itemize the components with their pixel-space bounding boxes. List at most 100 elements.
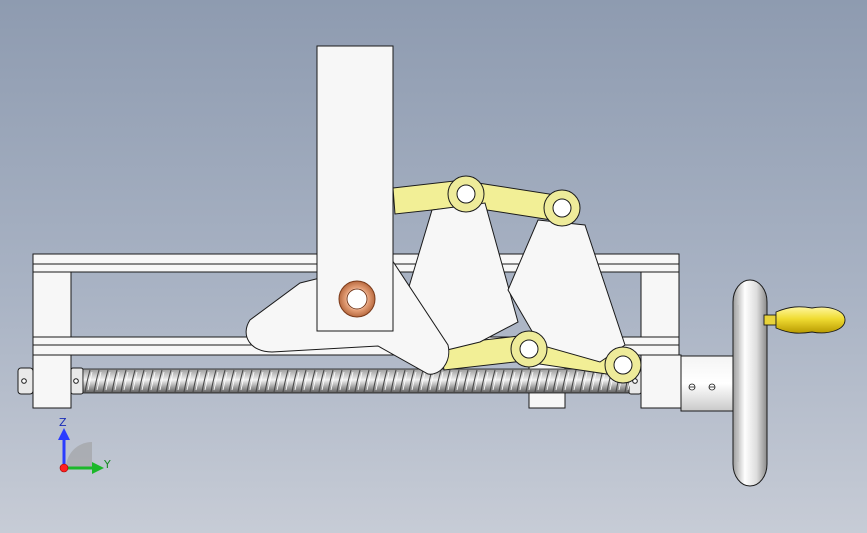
screw-thread-highlight bbox=[564, 371, 570, 391]
screw-thread bbox=[579, 369, 586, 393]
vertical-clamp-arm[interactable] bbox=[316, 45, 394, 332]
screw-thread bbox=[462, 369, 469, 393]
screw-thread-highlight bbox=[402, 371, 408, 391]
screw-thread-highlight bbox=[294, 371, 300, 391]
screw-thread bbox=[246, 369, 253, 393]
screw-threads bbox=[84, 369, 633, 393]
screw-thread-highlight bbox=[168, 371, 174, 391]
screw-thread bbox=[318, 369, 325, 393]
screw-thread bbox=[237, 369, 244, 393]
screw-thread-highlight bbox=[258, 371, 264, 391]
hand-wheel[interactable] bbox=[732, 279, 768, 487]
screw-thread-highlight bbox=[573, 371, 579, 391]
screw-thread bbox=[444, 369, 451, 393]
screw-thread bbox=[471, 369, 478, 393]
screw-thread-highlight bbox=[312, 371, 318, 391]
screw-thread bbox=[570, 369, 577, 393]
frame-right-foot bbox=[640, 354, 682, 409]
screw-thread-highlight bbox=[519, 371, 525, 391]
screw-thread-highlight bbox=[582, 371, 588, 391]
screw-thread-highlight bbox=[357, 371, 363, 391]
screw-thread bbox=[534, 369, 541, 393]
screw-thread-highlight bbox=[492, 371, 498, 391]
screw-thread bbox=[381, 369, 388, 393]
screw-thread-highlight bbox=[123, 371, 129, 391]
screw-thread bbox=[552, 369, 559, 393]
screw-thread-highlight bbox=[249, 371, 255, 391]
screw-thread-highlight bbox=[186, 371, 192, 391]
screw-thread bbox=[273, 369, 280, 393]
screw-thread-highlight bbox=[141, 371, 147, 391]
screw-thread-highlight bbox=[456, 371, 462, 391]
screw-thread bbox=[291, 369, 298, 393]
z-axis-label: Z bbox=[59, 416, 67, 429]
screw-thread bbox=[489, 369, 496, 393]
screw-thread-highlight bbox=[132, 371, 138, 391]
screw-thread-highlight bbox=[87, 371, 93, 391]
screw-thread-highlight bbox=[285, 371, 291, 391]
screw-thread-highlight bbox=[501, 371, 507, 391]
toggle-plates bbox=[407, 202, 626, 363]
screw-thread-highlight bbox=[555, 371, 561, 391]
screw-thread-highlight bbox=[105, 371, 111, 391]
frame-left-post bbox=[32, 271, 72, 338]
lead-screw[interactable] bbox=[82, 368, 633, 394]
screw-thread bbox=[408, 369, 415, 393]
screw-thread bbox=[192, 369, 199, 393]
screw-thread-highlight bbox=[240, 371, 246, 391]
screw-thread-highlight bbox=[321, 371, 327, 391]
screw-thread bbox=[498, 369, 505, 393]
screw-thread bbox=[561, 369, 568, 393]
screw-thread-highlight bbox=[483, 371, 489, 391]
screw-thread-highlight bbox=[195, 371, 201, 391]
screw-thread bbox=[219, 369, 226, 393]
screw-thread-highlight bbox=[213, 371, 219, 391]
screw-thread bbox=[165, 369, 172, 393]
screw-thread bbox=[93, 369, 100, 393]
pin-upper-right bbox=[543, 189, 581, 227]
y-axis-label: Y bbox=[103, 458, 111, 471]
screw-thread-highlight bbox=[348, 371, 354, 391]
screw-thread bbox=[138, 369, 145, 393]
screw-thread bbox=[201, 369, 208, 393]
screw-thread-highlight bbox=[474, 371, 480, 391]
screw-thread-highlight bbox=[267, 371, 273, 391]
screw-thread-highlight bbox=[411, 371, 417, 391]
screw-thread-highlight bbox=[159, 371, 165, 391]
frame-left-foot bbox=[32, 354, 72, 409]
screw-thread-highlight bbox=[420, 371, 426, 391]
screw-thread bbox=[102, 369, 109, 393]
screw-thread bbox=[282, 369, 289, 393]
screw-thread bbox=[183, 369, 190, 393]
screw-thread bbox=[453, 369, 460, 393]
screw-thread bbox=[435, 369, 442, 393]
handle-knob[interactable] bbox=[763, 306, 846, 334]
screw-thread-highlight bbox=[375, 371, 381, 391]
screw-thread-highlight bbox=[231, 371, 237, 391]
screw-thread-highlight bbox=[591, 371, 597, 391]
screw-thread-highlight bbox=[438, 371, 444, 391]
screw-thread bbox=[543, 369, 550, 393]
screw-thread-highlight bbox=[528, 371, 534, 391]
frame-right-post bbox=[640, 271, 680, 338]
screw-thread-highlight bbox=[339, 371, 345, 391]
screw-thread bbox=[480, 369, 487, 393]
screw-thread bbox=[309, 369, 316, 393]
screw-thread-highlight bbox=[114, 371, 120, 391]
screw-thread bbox=[363, 369, 370, 393]
screw-thread-highlight bbox=[447, 371, 453, 391]
screw-thread-highlight bbox=[303, 371, 309, 391]
screw-thread bbox=[264, 369, 271, 393]
pin-lower-right bbox=[604, 346, 642, 384]
screw-thread-highlight bbox=[222, 371, 228, 391]
screw-thread bbox=[417, 369, 424, 393]
screw-housing bbox=[680, 355, 738, 412]
screw-thread bbox=[336, 369, 343, 393]
screw-thread bbox=[84, 369, 91, 393]
screw-thread-highlight bbox=[276, 371, 282, 391]
screw-thread bbox=[390, 369, 397, 393]
screw-thread bbox=[156, 369, 163, 393]
screw-thread bbox=[516, 369, 523, 393]
